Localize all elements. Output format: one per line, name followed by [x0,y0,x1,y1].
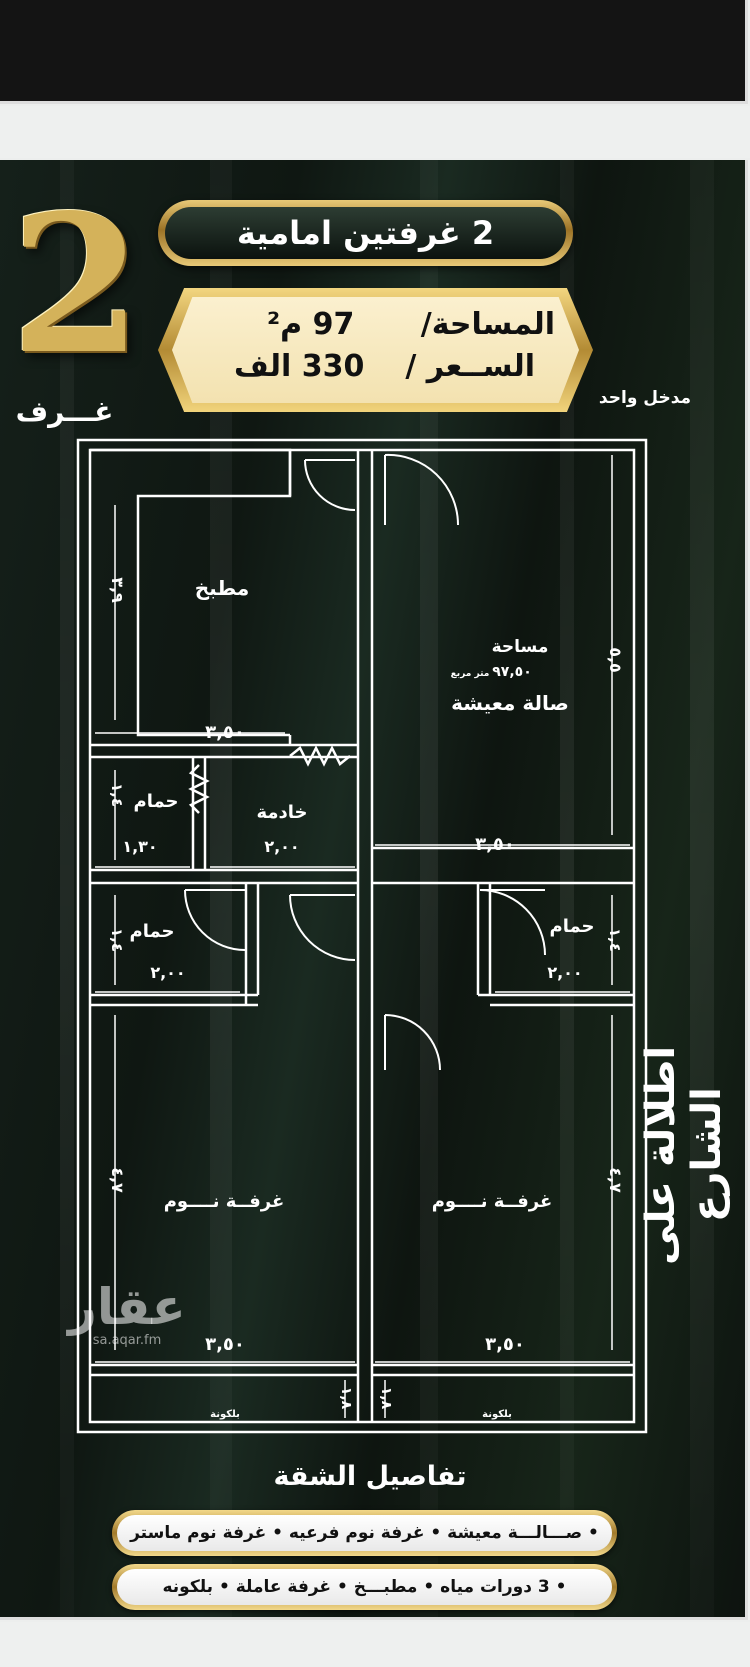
label-maid: خادمة [256,802,307,823]
dim-living-width: ٣,٥٠ [475,834,515,855]
title-banner: 2 غرفتين امامية [158,200,573,266]
area-label: المساحة/ [420,307,555,342]
walls [76,438,648,1434]
label-bath-right: حمام [550,916,595,937]
dim-bath-left-width: ٢,٠٠ [150,963,185,982]
dim-bath-maid-height: ١,٤ [108,783,126,807]
price-value: 330 الف [234,349,365,384]
label-kitchen: مطبخ [195,576,249,600]
kitchen-door [304,459,356,511]
previous-image-strip [0,0,748,104]
label-living-area-value-text: ٩٧,٥٠ [492,664,532,680]
title-text: 2 غرفتين امامية [236,214,495,252]
street-view-label: اطلالة على الشارع [638,1045,730,1265]
features-line-2-text: • 3 دورات مياه • مطبـــخ • غرفة عاملة • … [162,1577,567,1597]
bed-left-door [289,894,356,961]
label-bedroom-right: غرفــة نــــوم [432,1191,553,1212]
dim-bed-left-width: ٣,٥٠ [205,1334,245,1355]
image-gap [0,106,750,158]
dim-balcony-left-height: ١,٨ [338,1387,354,1410]
label-bedroom-left: غرفــة نــــوم [164,1191,285,1212]
label-bath-maid: حمام [134,791,179,812]
features-line-1: • صـــالـــة معيشة • غرفة نوم فرعيه • غر… [112,1510,617,1556]
window-zigzag-side [188,764,210,814]
label-balcony-left: بلكونة [210,1409,240,1420]
watermark-url: sa.aqar.fm [92,1333,162,1348]
outer-wall-inner [88,448,636,1424]
area-value: 97 م² [267,307,355,342]
price-label: الســعر / [405,349,535,384]
dim-bed-left-height: ٤,٧ [108,1167,127,1193]
info-box: المساحة/ 97 م² الســعر / 330 الف [158,288,593,412]
dim-kitchen-width: ٣,٥٠ [205,722,245,743]
dim-kitchen-height: ٣,٩ [108,577,127,603]
watermark-logo: عقار [68,1278,186,1336]
dim-maid-width: ٢,٠٠ [264,837,299,856]
features-line-1-text: • صـــالـــة معيشة • غرفة نوم فرعيه • غر… [130,1523,599,1543]
rooms-word: غـــرف [15,395,114,428]
label-living: صالة معيشة [451,691,569,715]
details-title: تفاصيل الشقة [273,1461,467,1492]
dim-bath-maid-width: ١,٣٠ [122,837,157,856]
dim-living-height: ٥,٥ [606,647,625,673]
entrance-note: مدخل واحد [598,388,692,408]
dim-balcony-right-height: ١,٨ [378,1387,394,1410]
aqar-watermark: عقار sa.aqar.fm [62,1280,192,1348]
label-balcony-right: بلكونة [482,1409,512,1420]
label-living-area-unit: متر مربع [451,669,490,679]
outer-wall-outer [76,438,648,1434]
label-bath-left: حمام [130,921,175,942]
dimension-lines [95,455,630,1418]
dim-bed-right-height: ٤,٧ [606,1167,625,1193]
dim-bed-right-width: ٣,٥٠ [485,1334,525,1355]
bath-left-door [184,889,246,951]
label-living-area: مساحة [492,637,549,657]
window-zigzag-top [289,745,351,767]
bed-right-door [384,1014,441,1071]
fixtures [188,745,351,814]
dim-bath-right-width: ٢,٠٠ [547,963,582,982]
dim-bath-right-height: ١,٤ [606,928,624,952]
entrance-door [384,453,460,526]
doors [184,453,546,1071]
bath-right-door [479,889,546,956]
rooms-count-number: 2 [10,173,143,396]
features-line-2: • 3 دورات مياه • مطبـــخ • غرفة عاملة • … [112,1564,617,1610]
dim-bath-left-height: ١,٤ [108,928,126,952]
bottom-gap [0,1622,750,1667]
